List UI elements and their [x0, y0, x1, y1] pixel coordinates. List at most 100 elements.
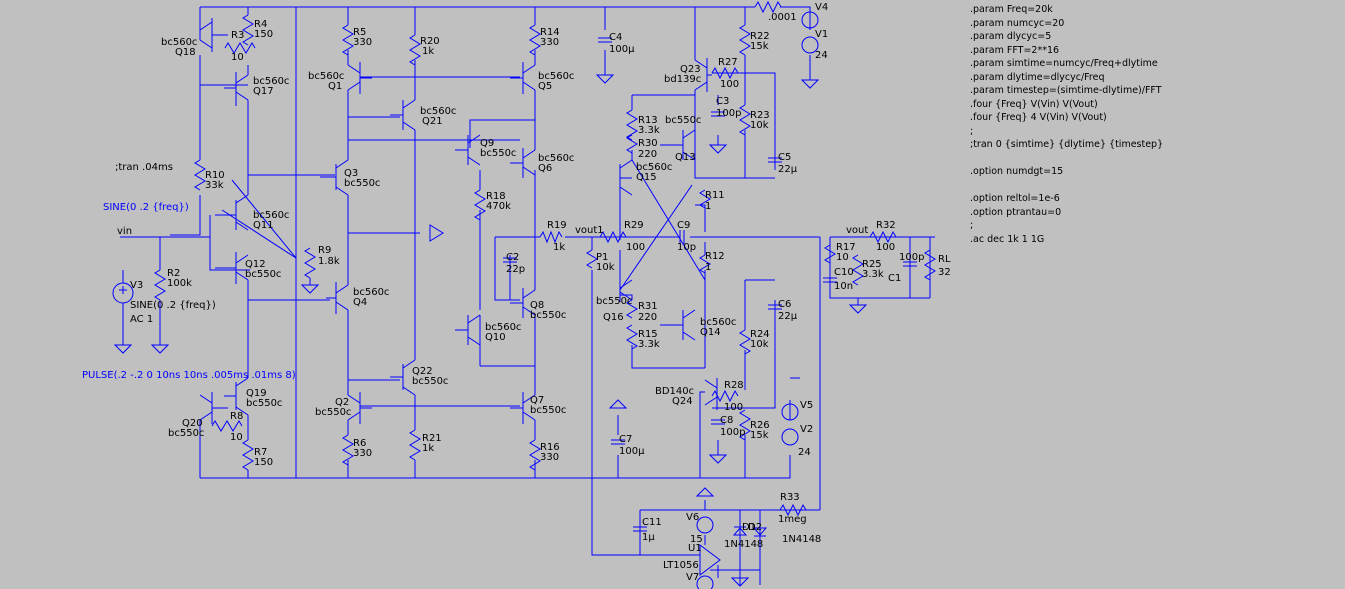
- label-v6: V6: [686, 512, 699, 523]
- label-q5n: bc560c: [538, 71, 574, 82]
- label-q11n: bc560c: [253, 210, 289, 221]
- label-q22n: bc550c: [412, 376, 448, 387]
- source-v7: [696, 575, 714, 589]
- ac-source-v3: AC 1: [130, 314, 153, 325]
- label-r24: R24: [750, 329, 770, 340]
- resistor-r24: [739, 329, 751, 355]
- label-q13n: bc550c: [665, 115, 701, 126]
- label-q9n: bc550c: [480, 148, 516, 159]
- transistor-q22: [390, 359, 416, 396]
- label-r6: R6: [353, 438, 366, 449]
- label-r13v: 3.3k: [638, 125, 660, 136]
- label-v6v: 15: [690, 534, 703, 545]
- label-q24n: BD140c: [655, 386, 694, 397]
- label-r25: R25: [862, 259, 882, 270]
- label-r22: R22: [750, 31, 770, 42]
- label-r17v: 10: [836, 252, 849, 263]
- capacitor-c7: [611, 439, 625, 445]
- label-c10v: 10n: [834, 281, 853, 292]
- directive-line: .param dlytime=dlycyc/Freq: [970, 71, 1105, 83]
- resistor-r12: [699, 254, 711, 274]
- label-q18n: bc560c: [161, 37, 197, 48]
- transistor-q17: [224, 72, 249, 106]
- label-r12v: 1: [705, 262, 711, 273]
- label-r19: R19: [547, 220, 567, 231]
- label-r26: R26: [750, 420, 770, 431]
- transistor-q8: [510, 288, 536, 318]
- label-q4: Q4: [353, 297, 367, 308]
- label-q10: Q10: [485, 332, 506, 343]
- label-c1: C1: [888, 273, 901, 284]
- resistor-r6: [342, 434, 354, 466]
- resistor-r15: [626, 324, 638, 350]
- label-r14v: 330: [540, 37, 559, 48]
- transistor-q4: [326, 282, 349, 314]
- label-q11: Q11: [253, 220, 274, 231]
- label-r28v: 100: [724, 402, 743, 413]
- label-d1n: 1N4148: [724, 539, 763, 550]
- source-v2: [781, 428, 799, 446]
- label-c6: C6: [778, 299, 791, 310]
- transistor-q13: [660, 129, 696, 161]
- label-r20v: 1k: [422, 46, 434, 57]
- label-r26v: 15k: [750, 430, 769, 441]
- label-v2v: 24: [798, 447, 811, 458]
- transistor-q10: [455, 314, 481, 346]
- label-r29: R29: [624, 220, 644, 231]
- capacitor-c9: [679, 230, 685, 244]
- label-q10n: bc560c: [485, 322, 521, 333]
- label-q6: Q6: [538, 163, 552, 174]
- net-vout1: vout1: [575, 225, 604, 236]
- diode-d1: [732, 526, 748, 536]
- label-c4: C4: [609, 32, 622, 43]
- resistor-r9: [304, 247, 316, 279]
- directive-line: .option ptrantau=0: [970, 206, 1062, 218]
- directive-line: .option numdgt=15: [970, 166, 1064, 177]
- pulse-source: PULSE(.2 -.2 0 10ns 10ns .005ms .01ms 8): [82, 370, 296, 381]
- label-p1v: 10k: [596, 262, 615, 273]
- resistor-r14: [529, 24, 541, 56]
- directive-line: ;tran 0 {simtime} {dlytime} {timestep}: [970, 139, 1164, 150]
- label-r23v: 10k: [750, 120, 769, 131]
- resistor-r33: [779, 503, 807, 517]
- label-r7: R7: [254, 447, 267, 458]
- transistor-q15: [619, 159, 633, 196]
- ground-symbols: [113, 74, 868, 587]
- label-q22: Q22: [412, 366, 433, 377]
- label-c11v: 1µ: [642, 532, 655, 543]
- directive-line: ;: [970, 125, 974, 137]
- label-r18: R18: [486, 191, 506, 202]
- transistor-q9: [455, 134, 481, 166]
- resistor-r26: [739, 409, 751, 441]
- label-r24v: 10k: [750, 339, 769, 350]
- label-v2: V2: [800, 424, 813, 435]
- transistor-q20: [199, 392, 228, 424]
- resistor-r30: [626, 134, 638, 154]
- label-r23: R23: [750, 110, 770, 121]
- resistor-r32: [869, 230, 897, 244]
- resistor-rl: [924, 249, 936, 281]
- source-v5: [781, 403, 799, 421]
- resistor-r5: [342, 24, 354, 56]
- resistor-r13: [626, 109, 638, 141]
- label-r11v: 1: [705, 201, 711, 212]
- label-q8: Q8: [530, 300, 544, 311]
- label-r18v: 470k: [486, 201, 511, 212]
- label-u1n: LT1056: [663, 560, 699, 571]
- label-q6n: bc560c: [538, 153, 574, 164]
- transistors: [199, 18, 718, 424]
- resistor-r27: [711, 66, 739, 80]
- directive-line: [970, 152, 1163, 166]
- label-c1v: 100p: [899, 252, 924, 263]
- transistor-q7: [510, 392, 536, 424]
- label-r29v: 100: [626, 242, 645, 253]
- label-r6v: 330: [353, 448, 372, 459]
- label-r31v: 220: [638, 312, 657, 323]
- capacitor-c4: [598, 37, 612, 43]
- label-r5v: 330: [353, 37, 372, 48]
- label-q12: Q12: [245, 259, 266, 270]
- label-r21: R21: [422, 433, 442, 444]
- label-v4: V4: [815, 2, 828, 13]
- transistor-q21: [390, 99, 416, 131]
